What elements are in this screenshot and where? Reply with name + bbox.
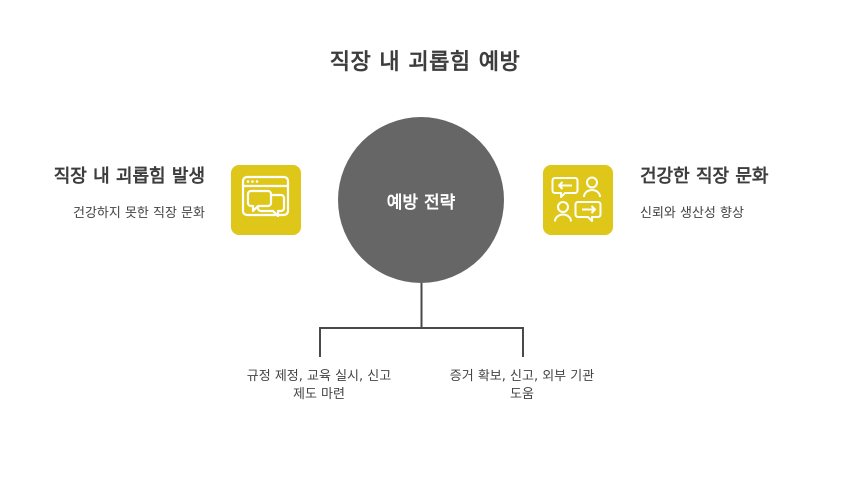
center-strategy-circle: 예방 전략 [338,117,504,283]
branch-left-text: 규정 제정, 교육 실시, 신고 제도 마련 [229,368,409,404]
left-block: 직장 내 괴롭힘 발생 건강하지 못한 직장 문화 [54,162,205,221]
people-exchange-icon [551,176,602,222]
left-subtext: 건강하지 못한 직장 문화 [73,206,205,221]
branch-right-text: 증거 확보, 신고, 외부 기관 도움 [432,368,612,404]
right-block: 건강한 직장 문화 신뢰와 생산성 향상 [640,162,768,221]
branch-right-line2: 도움 [510,387,534,402]
left-icon-tile [231,165,301,235]
left-heading: 직장 내 괴롭힘 발생 [53,166,205,187]
branch-left-line1: 규정 제정, 교육 실시, 신고 [246,369,392,384]
right-subtext: 신뢰와 생산성 향상 [640,206,744,221]
right-heading: 건강한 직장 문화 [640,166,769,187]
branch-left-line2: 제도 마련 [293,387,345,402]
branch-right-line1: 증거 확보, 신고, 외부 기관 [449,369,595,384]
chat-window-icon [241,175,290,218]
center-label: 예방 전략 [386,192,456,213]
diagram-title: 직장 내 괴롭힘 예방 [329,50,521,75]
right-icon-tile [543,165,613,235]
